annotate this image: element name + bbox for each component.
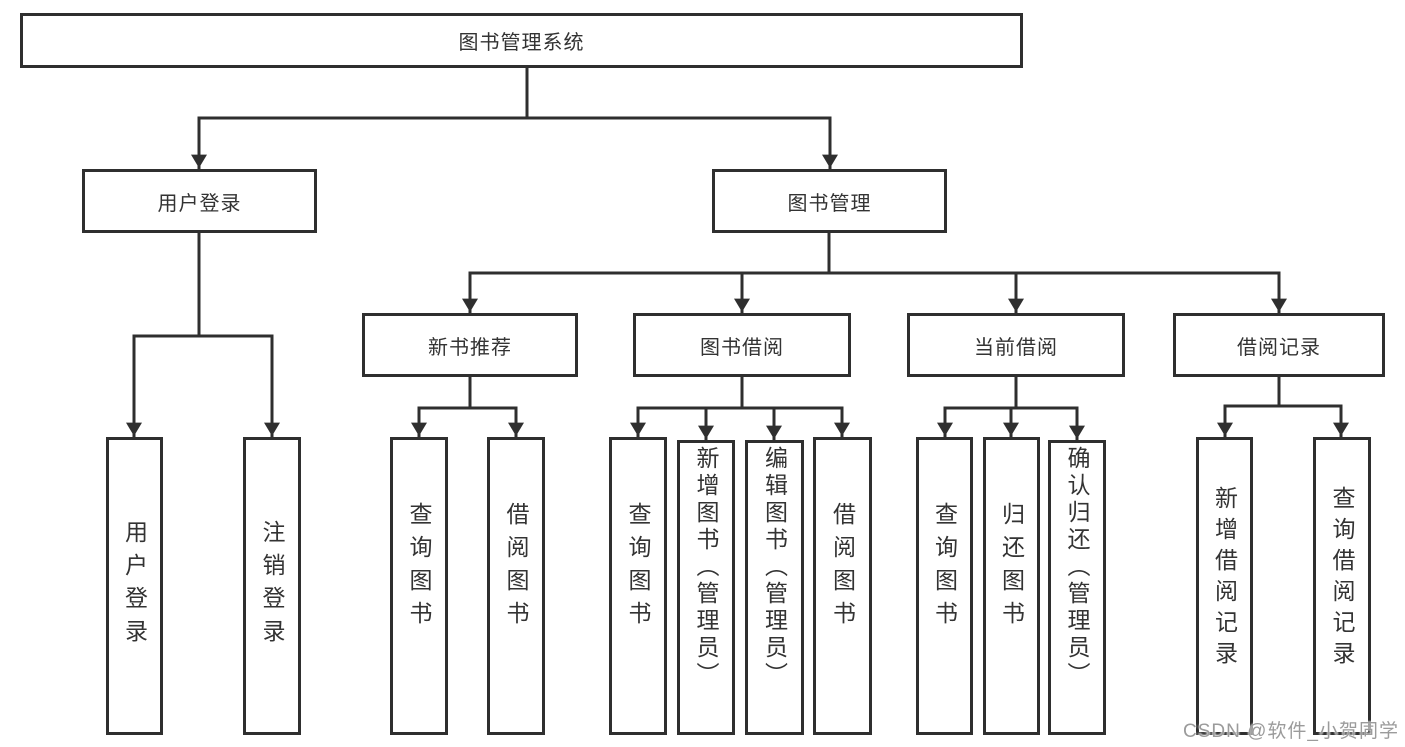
node-nb-borrow-books: 借阅图书 (487, 437, 545, 735)
node-br-add-record: 新增借阅记录 (1196, 437, 1253, 735)
node-logout-leaf: 注销登录 (243, 437, 301, 735)
node-bb-borrow-books: 借阅图书 (813, 437, 872, 735)
node-cb-confirm-return-admin: 确认归还（管理员） (1048, 440, 1106, 735)
node-user-login: 用户登录 (82, 169, 317, 233)
node-bb-edit-books-admin: 编辑图书（管理员） (745, 440, 804, 735)
node-cb-query-books: 查询图书 (916, 437, 973, 735)
node-borrow-records: 借阅记录 (1173, 313, 1385, 377)
node-user-login-leaf: 用户登录 (106, 437, 163, 735)
node-br-query-record: 查询借阅记录 (1313, 437, 1371, 735)
node-bb-add-books-admin: 新增图书（管理员） (677, 440, 735, 735)
node-book-management: 图书管理 (712, 169, 947, 233)
node-bb-query-books: 查询图书 (609, 437, 667, 735)
node-new-book-recommend: 新书推荐 (362, 313, 578, 377)
node-book-borrowing: 图书借阅 (633, 313, 851, 377)
node-current-borrowing: 当前借阅 (907, 313, 1125, 377)
node-library-system: 图书管理系统 (20, 13, 1023, 68)
node-cb-return-books: 归还图书 (983, 437, 1040, 735)
watermark-text: CSDN @软件_小贺同学 (1183, 721, 1399, 742)
node-nb-query-books: 查询图书 (390, 437, 448, 735)
arrow-connectors (126, 116, 1349, 441)
